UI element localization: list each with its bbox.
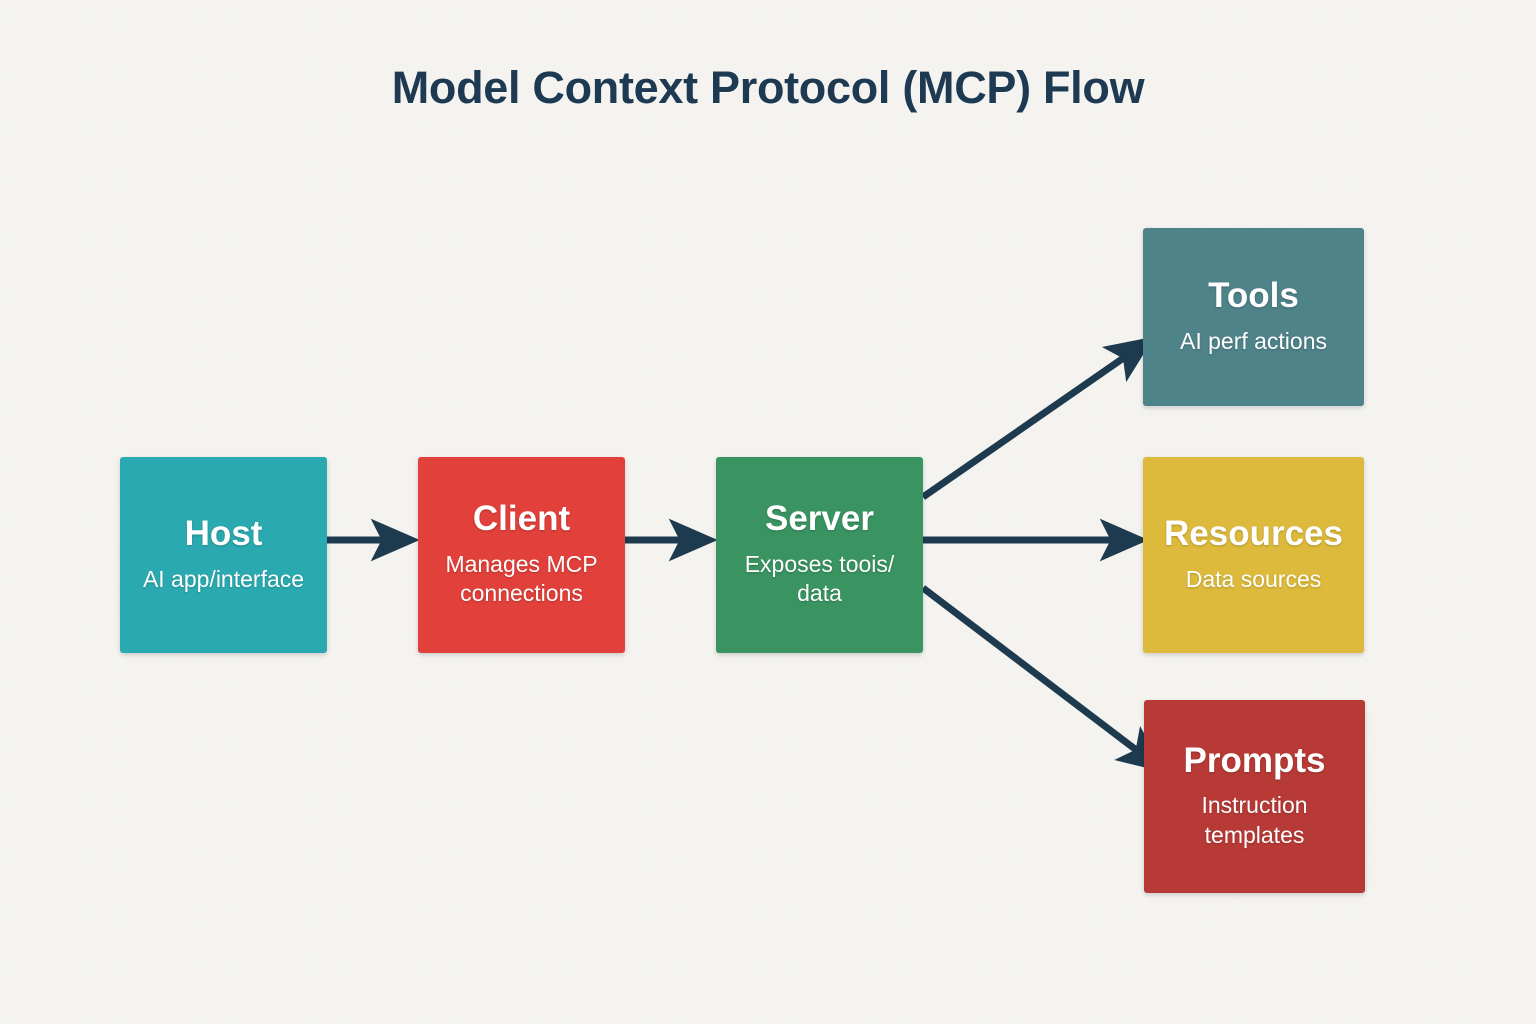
node-server[interactable]: Server Exposes toois/ data [716,457,923,653]
node-host[interactable]: Host AI app/interface [120,457,327,653]
node-host-subtitle: AI app/interface [142,565,305,592]
node-prompts-title: Prompts [1183,740,1326,780]
node-client-subtitle: Manages MCP connections [445,550,598,607]
node-prompts-subtitle: Instruction templates [1201,792,1308,848]
arrow-server-to-tools [921,336,1155,500]
node-prompts[interactable]: Prompts Instruction templates [1144,700,1365,893]
node-resources-subtitle: Data sources [1185,565,1322,592]
node-tools-title: Tools [1208,275,1299,315]
node-server-subtitle: Exposes toois/ data [744,550,895,607]
node-resources-title: Resources [1164,513,1343,553]
arrow-server-to-prompts [920,585,1167,773]
node-tools-subtitle: AI perf actions [1179,327,1328,354]
page-title: Model Context Protocol (MCP) Flow [391,62,1145,113]
node-tools[interactable]: Tools AI perf actions [1143,228,1364,406]
node-client-title: Client [472,499,571,539]
node-server-title: Server [765,499,874,539]
node-client[interactable]: Client Manages MCP connections [418,457,625,653]
node-resources[interactable]: Resources Data sources [1143,457,1364,653]
node-host-title: Host [184,513,263,553]
